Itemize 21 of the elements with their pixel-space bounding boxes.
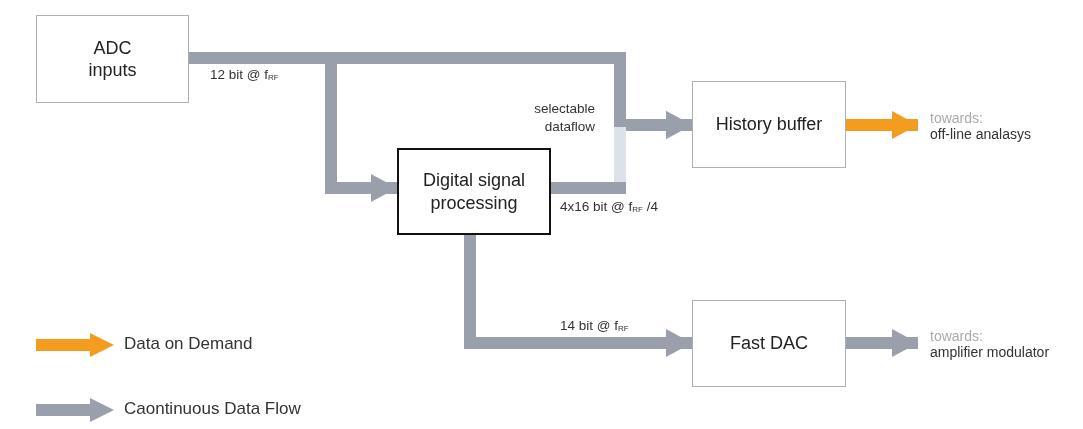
box-label: History buffer [715,113,823,136]
flow-arrow [464,235,692,357]
process-box [36,15,189,103]
destination-heading: towards: [930,110,984,126]
annotation-text: selectable dataflow [533,100,595,137]
flow-arrow [846,329,918,357]
destination-heading: towards: [930,328,984,344]
box-label: ADC inputs [87,36,138,82]
box-label: Digital signal processing [421,169,527,214]
edge-label: 12 bit @ f$_{RF}$ [208,67,281,82]
process-box [397,148,551,235]
process-box [692,300,846,387]
legend-text: Data on Demand [124,334,253,354]
flow-arrow [846,111,918,139]
edge-label: 14 bit @ f$_{RF}$ [558,318,631,333]
box-label: Fast DAC [730,332,808,355]
destination-text: amplifier modulator [930,344,1051,360]
destination-text: off-line analasys [930,126,1032,142]
edge-label: 4x16 bit @ f$_{RF}$ /4 [558,199,660,214]
process-box [692,81,846,168]
legend-text: Caontinuous Data Flow [124,399,301,419]
